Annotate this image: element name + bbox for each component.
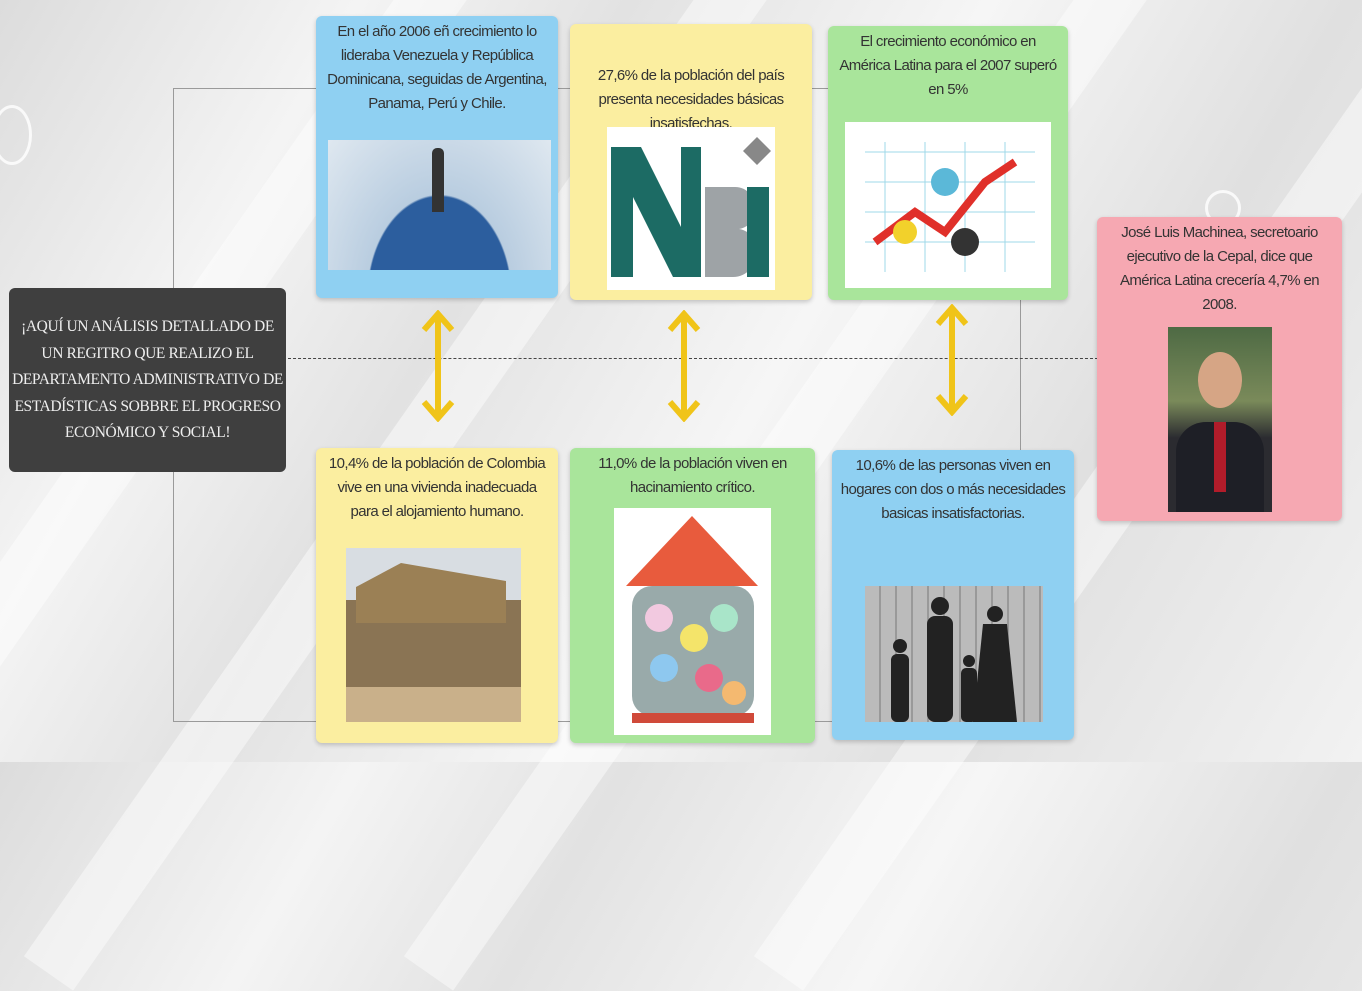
card-machinea[interactable]: José Luis Machinea, secretoario ejecutiv… bbox=[1097, 217, 1342, 521]
card-2007-growth[interactable]: El crecimiento económico en América Lati… bbox=[828, 26, 1068, 300]
double-arrow-icon bbox=[935, 304, 969, 416]
card-unmet-needs[interactable]: 10,6% de las personas viven en hogares c… bbox=[832, 450, 1074, 740]
card-overcrowding[interactable]: 11,0% de la población viven en hacinamie… bbox=[570, 448, 815, 743]
growth-chart-image bbox=[845, 122, 1051, 288]
card-2006-growth[interactable]: En el año 2006 eñ crecimiento lo liderab… bbox=[316, 16, 558, 298]
card-text: 11,0% de la población viven en hacinamie… bbox=[598, 455, 787, 496]
card-nbi[interactable]: 27,6% de la población del país presenta … bbox=[570, 24, 812, 300]
double-arrow-icon bbox=[667, 310, 701, 422]
intro-box[interactable]: ¡AQUÍ UN ANÁLISIS DETALLADO DE UN REGITR… bbox=[9, 288, 286, 472]
timeline-line bbox=[288, 358, 1098, 359]
card-text: En el año 2006 eñ crecimiento lo liderab… bbox=[327, 23, 547, 112]
card-text: 10,4% de la población de Colombia vive e… bbox=[328, 455, 546, 520]
card-inadequate-housing[interactable]: 10,4% de la población de Colombia vive e… bbox=[316, 448, 558, 743]
family-silhouette-image bbox=[865, 586, 1043, 722]
crowded-house-image bbox=[614, 508, 771, 735]
card-text: El crecimiento económico en América Lati… bbox=[839, 33, 1057, 98]
globe-businessman-image bbox=[328, 140, 551, 270]
double-arrow-icon bbox=[421, 310, 455, 422]
nbi-logo-image bbox=[607, 127, 775, 290]
machinea-portrait-image bbox=[1168, 327, 1272, 512]
card-text: 27,6% de la población del país presenta … bbox=[597, 67, 785, 132]
hut-image bbox=[346, 548, 521, 722]
card-text: José Luis Machinea, secretoario ejecutiv… bbox=[1119, 224, 1320, 313]
decorative-circle bbox=[0, 105, 32, 165]
card-text: 10,6% de las personas viven en hogares c… bbox=[840, 457, 1066, 522]
